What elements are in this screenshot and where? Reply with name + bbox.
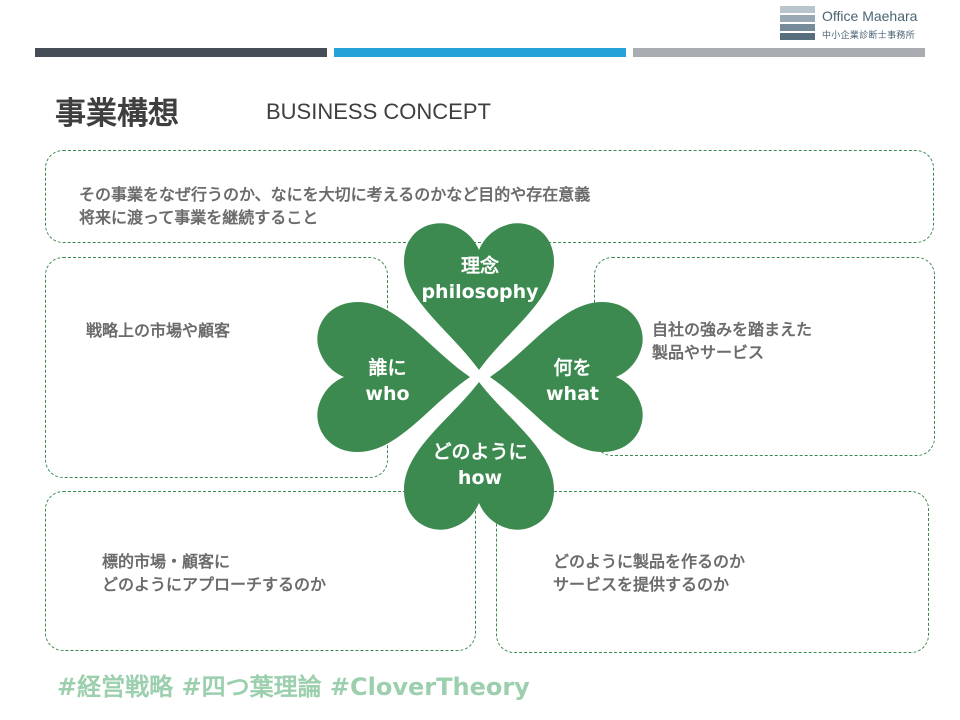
label-en: what xyxy=(546,383,599,405)
text-line: 自社の強みを踏まえた xyxy=(652,320,813,339)
text-line: その事業をなぜ行うのか、なにを大切に考えるのかなど目的や存在意義 xyxy=(79,185,591,204)
brand-subtitle: 中小企業診断士事務所 xyxy=(822,31,916,41)
label-jp: 理念 xyxy=(460,255,499,277)
who-description: 戦略上の市場や顧客 xyxy=(86,319,230,342)
clover-label-how: どのように how xyxy=(407,439,553,491)
label-en: who xyxy=(365,383,410,405)
text-line: 製品やサービス xyxy=(652,343,765,362)
text-line: サービスを提供するのか xyxy=(553,575,730,594)
label-jp: 何を xyxy=(553,357,592,379)
header-bar-gray xyxy=(633,48,925,57)
label-jp: 誰に xyxy=(368,357,407,379)
production-box xyxy=(496,491,929,653)
label-en: how xyxy=(457,467,503,489)
what-description: 自社の強みを踏まえた 製品やサービス xyxy=(652,318,812,364)
label-jp: どのように xyxy=(432,441,528,463)
text-line: どのように製品を作るのか xyxy=(553,552,746,571)
header-bar-dark xyxy=(35,48,327,57)
header-bar-blue xyxy=(334,48,626,57)
brand-name: Office Maehara xyxy=(822,8,918,24)
page-subtitle: BUSINESS CONCEPT xyxy=(266,99,491,124)
text-line: 将来に渡って事業を継続すること xyxy=(79,208,319,227)
label-en: philosophy xyxy=(421,281,539,303)
approach-box xyxy=(45,491,476,651)
text-line: 戦略上の市場や顧客 xyxy=(86,321,231,340)
approach-description: 標的市場・顧客に どのようにアプローチするのか xyxy=(102,550,326,596)
page-title: 事業構想 xyxy=(55,96,179,132)
production-description: どのように製品を作るのか サービスを提供するのか xyxy=(553,550,745,596)
clover-label-who: 誰に who xyxy=(330,355,445,407)
philosophy-description: その事業をなぜ行うのか、なにを大切に考えるのかなど目的や存在意義 将来に渡って事… xyxy=(79,183,590,229)
clover-label-philosophy: 理念 philosophy xyxy=(407,253,553,305)
hashtags: #経営戦略 #四つ葉理論 #CloverTheory xyxy=(57,673,530,701)
text-line: 標的市場・顧客に xyxy=(102,552,231,571)
text-line: どのようにアプローチするのか xyxy=(102,575,327,594)
office-logo-icon xyxy=(780,6,815,40)
clover-label-what: 何を what xyxy=(515,355,630,407)
